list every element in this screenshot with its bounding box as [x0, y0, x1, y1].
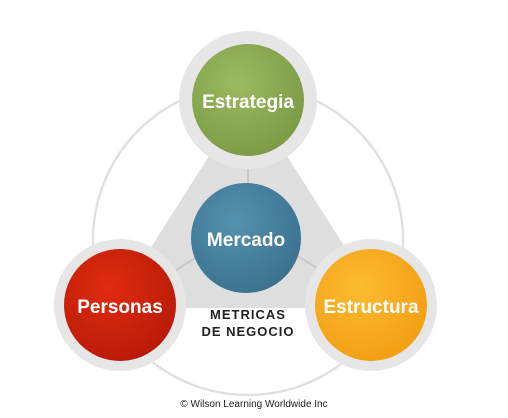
mercado-label: Mercado: [207, 230, 285, 251]
estructura-circle: [315, 249, 427, 361]
estrategia-label: Estrategia: [202, 92, 294, 113]
de-negocio-text: DE NEGOCIO: [201, 324, 294, 339]
personas-circle: [64, 249, 176, 361]
metricas-text: METRICAS: [210, 307, 286, 322]
personas-label: Personas: [77, 297, 163, 318]
copyright-notice: © Wilson Learning Worldwide Inc: [180, 399, 328, 410]
estrategia-circle: [192, 44, 304, 156]
mercado-circle: [191, 183, 301, 293]
estructura-label: Estructura: [323, 297, 418, 318]
